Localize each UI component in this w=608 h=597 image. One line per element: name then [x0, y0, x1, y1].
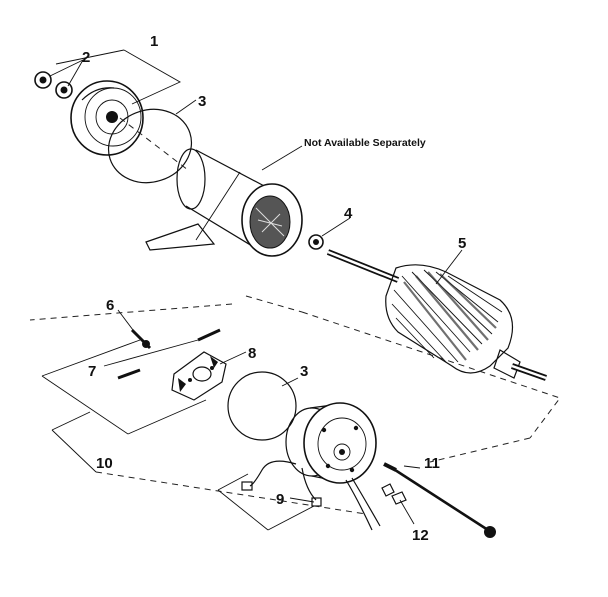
group-outline-1	[55, 49, 181, 105]
assembly-guide-lines	[29, 117, 561, 515]
part-4-washer	[308, 234, 324, 250]
callout-1: 1	[150, 33, 158, 50]
callout-2: 2	[82, 49, 90, 66]
callout-5: 5	[458, 235, 466, 252]
leader-lines	[49, 59, 463, 525]
callout-4: 4	[344, 205, 353, 222]
callout-3-upper: 3	[198, 93, 206, 110]
part-5-armature	[326, 249, 547, 381]
part-3-o-ring-upper	[107, 108, 193, 184]
part-2-nuts	[34, 71, 73, 99]
lower-end-housing	[285, 402, 377, 484]
part-3-o-ring-lower	[227, 371, 297, 441]
callout-10: 10	[96, 455, 113, 472]
callout-3-lower: 3	[300, 363, 308, 380]
callout-6: 6	[106, 297, 114, 314]
callout-11: 11	[424, 455, 440, 472]
callout-8: 8	[248, 345, 256, 362]
callout-12: 12	[412, 527, 429, 544]
not-available-note: Not Available Separately	[304, 137, 426, 149]
group-outline-9	[217, 473, 315, 531]
group-outline-10	[41, 339, 207, 473]
part-12-nuts	[381, 483, 407, 505]
callout-9: 9	[276, 491, 284, 508]
field-frame-housing	[145, 148, 303, 257]
part-8-brush-plate	[171, 351, 227, 401]
callout-7: 7	[88, 363, 96, 380]
part-11-thru-bolt	[383, 462, 496, 538]
part-7-pins	[117, 328, 221, 380]
part-1-end-cap	[70, 80, 144, 156]
